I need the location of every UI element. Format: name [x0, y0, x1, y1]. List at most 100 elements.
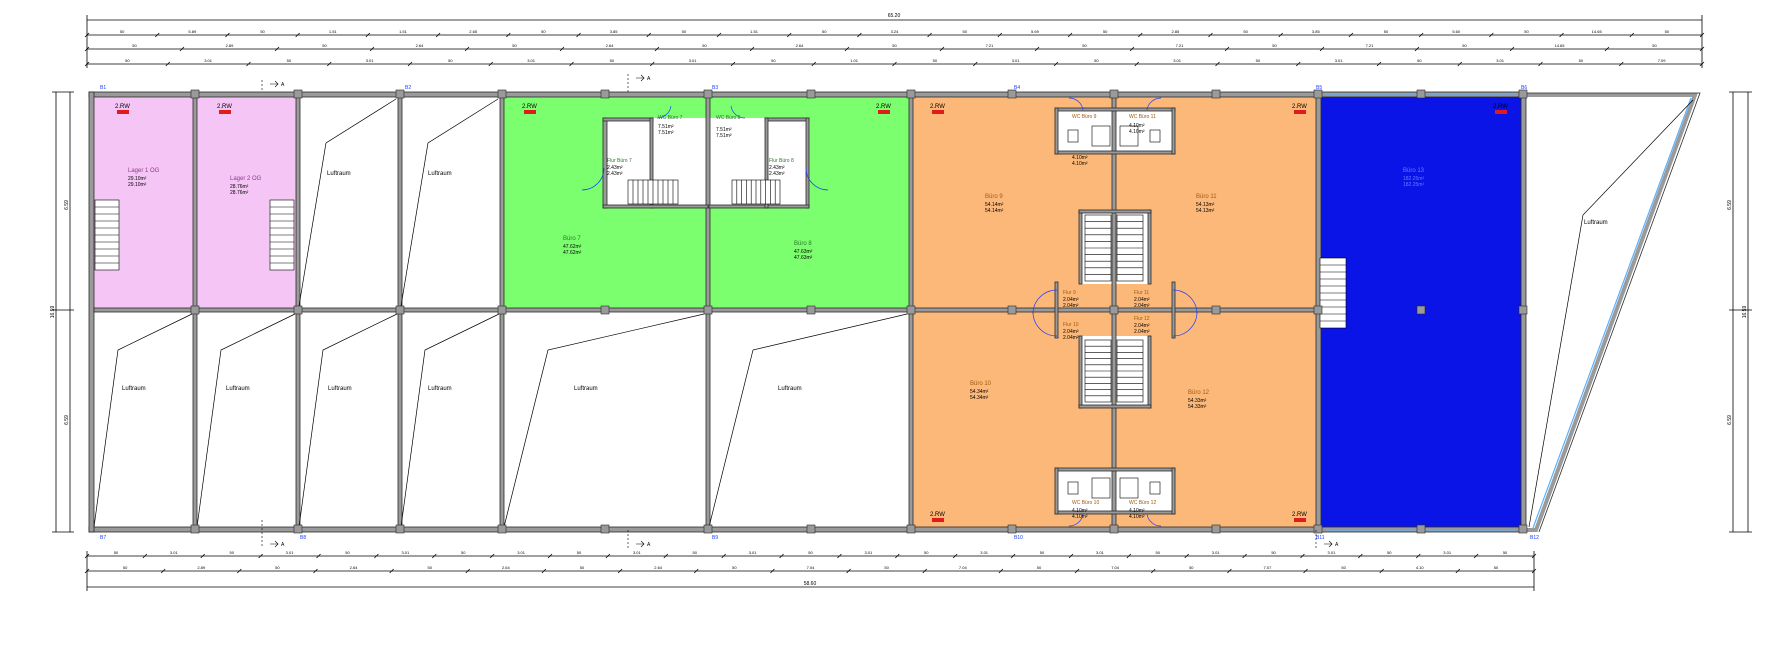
lager2-area: 28.76m² — [230, 184, 249, 190]
top-dim-row2-label: 1.51 — [750, 29, 759, 34]
top-dim-row4-tick — [488, 61, 494, 67]
stair-run — [1116, 339, 1144, 403]
top-dim-row3-label: 50 — [702, 43, 707, 48]
top-dim-row3-tick — [1129, 46, 1135, 52]
column — [1518, 305, 1528, 315]
column — [703, 524, 713, 534]
bottom-dim-row2-tick — [693, 568, 699, 574]
bottom-dim-row1-tick — [489, 553, 495, 559]
top-dim-row4-tick — [1215, 61, 1220, 67]
column — [1211, 305, 1221, 315]
wc12-area2: 4.10m² — [1129, 514, 1145, 520]
bottom-dim-row1-label: 3.01 — [1212, 550, 1221, 555]
bottom-dim-row2-tick — [389, 568, 394, 574]
top-dim-row2-tick — [506, 32, 511, 38]
flur12-area2: 2.04m² — [1134, 329, 1150, 335]
top-dim-row2-label: 3.85 — [610, 29, 619, 34]
column — [395, 89, 405, 99]
top-dim-row4-label: 50 — [448, 58, 453, 63]
top-dim-row3-label: 50 — [322, 43, 327, 48]
column — [1416, 89, 1426, 99]
flur11-area: 2.04m² — [1134, 297, 1150, 303]
top-dim-row4-label: 50 — [1094, 58, 1099, 63]
column — [497, 524, 507, 534]
top-dim-row4-label: 50 — [933, 58, 938, 63]
rw-label: 2.RW — [217, 104, 232, 110]
top-dim-row2-label: 50 — [1103, 29, 1108, 34]
section-markers — [261, 74, 1333, 548]
bottom-dim-row2-label: 50 — [1189, 565, 1194, 570]
luftraum-9: Luftraum — [1584, 220, 1608, 226]
top-dim-row3-tick — [749, 46, 755, 52]
column — [703, 89, 713, 99]
overall-top-dimension: 65.20 — [888, 13, 901, 19]
top-dim-row2-label: 3.85 — [1312, 29, 1321, 34]
rw-arrow — [878, 110, 890, 114]
stair-run — [1084, 214, 1112, 282]
bottom-dim-row1-label: 3.01 — [170, 550, 179, 555]
top-dim-row3-label: 2.64 — [796, 43, 805, 48]
top-dim-row3-label: 50 — [892, 43, 897, 48]
column — [906, 305, 916, 315]
bottom-dim-row1-label: 3.01 — [401, 550, 410, 555]
bottom-dim-row2-label: 2.89 — [197, 565, 206, 570]
bottom-dim-row2-tick — [846, 568, 851, 574]
top-dim-row4-label: 3.01 — [204, 58, 213, 63]
room-labels: Lager 1 OG 29.10m² 29.10m² Lager 2 OG 28… — [122, 114, 1608, 520]
top-dim-row4-label: 3.01 — [1012, 58, 1021, 63]
lager1-area2: 29.10m² — [128, 182, 147, 188]
column — [1313, 89, 1323, 99]
section-label-4: A — [647, 542, 651, 548]
top-dim-row4-label: 50 — [610, 58, 615, 63]
bottom-dim-row1-tick — [374, 553, 379, 559]
rw-label: 2.RW — [1292, 512, 1307, 518]
top-dim-row4-tick — [1618, 61, 1624, 67]
flur7-name: Flur Büro 7 — [607, 158, 632, 164]
wc9-area2: 4.10m² — [1072, 161, 1088, 167]
top-dim-row4-tick — [1457, 61, 1463, 67]
rw-label: 2.RW — [876, 104, 891, 110]
bottom-dim-row2-tick — [922, 568, 928, 574]
top-dim-row2-tick — [1699, 32, 1705, 38]
bottom-dim-row1-tick — [895, 553, 900, 559]
top-dim-row3-label: 50 — [132, 43, 137, 48]
top-dim-row4-tick — [1538, 61, 1543, 67]
top-dim-row4-label: 3.01 — [1335, 58, 1344, 63]
top-dim-row3-label: 7.21 — [1176, 43, 1185, 48]
top-dim-row2-label: 50 — [1384, 29, 1389, 34]
top-dim-row4-tick — [1699, 61, 1705, 67]
bottom-dim-row1-label: 3.01 — [517, 550, 526, 555]
wc10-area: 4.10m² — [1072, 508, 1088, 514]
top-dim-row2-tick — [295, 32, 300, 38]
top-dim-row2-tick — [927, 32, 932, 38]
buero11-name: Büro 11 — [1196, 194, 1217, 200]
bottom-dim-row2-tick — [1227, 568, 1232, 574]
lager1-area: 29.10m² — [128, 176, 147, 182]
rw-arrow — [219, 110, 231, 114]
buero10-area: 54.34m² — [970, 389, 989, 395]
column — [293, 524, 303, 534]
axis-tag-top: B6 — [1521, 85, 1527, 91]
axis-tag-bottom: B10 — [1014, 535, 1023, 541]
flur7-area2: 2.43m² — [607, 171, 623, 177]
top-dim-row3-tick — [844, 46, 850, 52]
top-dimension-chains — [86, 15, 1703, 68]
top-dim-row4-label: 3.01 — [1496, 58, 1505, 63]
top-dim-row2-label: 5.60 — [1452, 29, 1461, 34]
axis-tag-top: B3 — [712, 85, 718, 91]
top-dim-row2-label: 50 — [1665, 29, 1670, 34]
buero8-area: 47.63m² — [794, 249, 813, 255]
column — [395, 305, 405, 315]
bottom-dim-row1-label: 50 — [1156, 550, 1161, 555]
flur12-area: 2.04m² — [1134, 323, 1150, 329]
bottom-dim-row2-label: 7.04 — [807, 565, 816, 570]
stair-run — [1319, 257, 1347, 329]
top-dim-row2-label: 50 — [822, 29, 827, 34]
top-dim-row2-tick — [225, 32, 230, 38]
bottom-dim-row2-label: 4.10 — [1416, 565, 1425, 570]
top-dim-row4-label: 50 — [125, 58, 130, 63]
lager1-name: Lager 1 OG — [128, 168, 160, 174]
bottom-dim-row2-tick — [770, 568, 775, 574]
top-dim-row3-tick — [939, 46, 945, 52]
